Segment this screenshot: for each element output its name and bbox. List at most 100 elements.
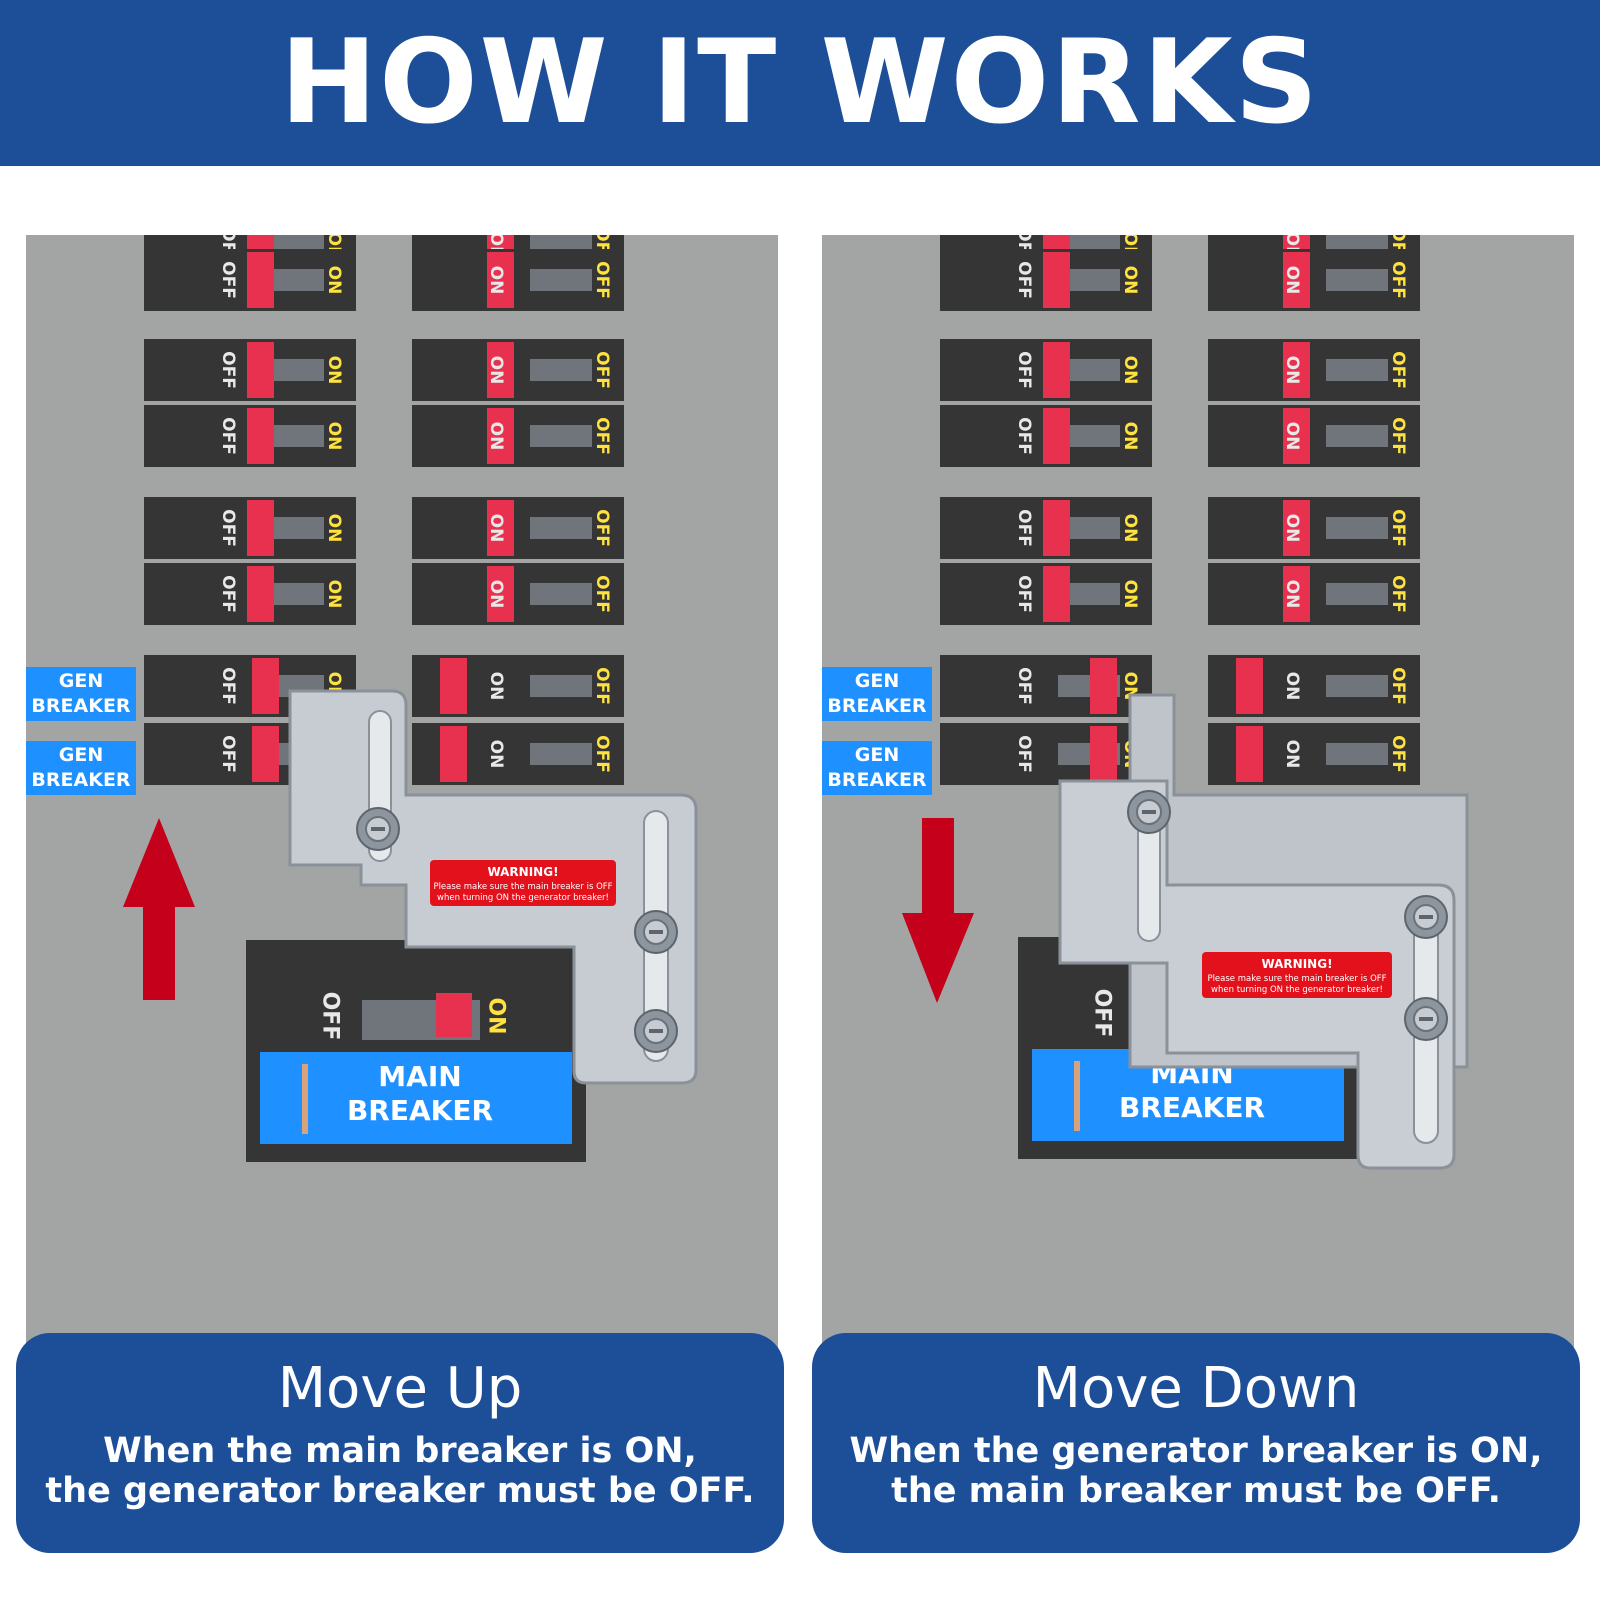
- label-tag: [822, 667, 932, 721]
- label-text: MAIN: [378, 1060, 461, 1093]
- switch-label: ON: [1120, 514, 1140, 543]
- switch-handle: [1283, 566, 1310, 622]
- warning-line-1: Please make sure the main breaker is OFF: [433, 882, 612, 892]
- switch-label: OFF: [218, 575, 238, 613]
- caption-line-2: the generator breaker must be OFF.: [45, 1471, 755, 1511]
- label-stripe: [1074, 1061, 1080, 1131]
- switch-slot: [262, 583, 324, 605]
- switch-label: ON: [324, 422, 344, 451]
- breaker-switch: ON OFF: [412, 339, 624, 401]
- switch-label: ON: [1120, 422, 1140, 451]
- caption-title: Move Down: [1032, 1356, 1360, 1421]
- label-stripe: [302, 1064, 308, 1134]
- screw-slot: [1419, 1017, 1433, 1021]
- breaker-switch: OFF ON: [940, 497, 1152, 559]
- panel-illustration: OFFONONOFFOFFONONOFFOFFONONOFFOFFONONOFF…: [26, 235, 698, 1162]
- breaker-switch: ON OFF: [1208, 723, 1420, 785]
- switch-slot: [1326, 583, 1388, 605]
- switch-handle: [440, 726, 467, 782]
- caption-move-down: Move Down When the generator breaker is …: [812, 1333, 1580, 1553]
- sticker-bg: [1202, 952, 1392, 998]
- switch-label: ON: [486, 580, 506, 609]
- switch-label: OFF: [218, 351, 238, 389]
- switch-label: OFF: [1388, 735, 1408, 773]
- switch-label: OFF: [1388, 667, 1408, 705]
- breaker-switch: OFF ON: [940, 405, 1152, 467]
- switch-label: ON: [1282, 580, 1302, 609]
- switch-handle: [487, 500, 514, 556]
- switch-label: ON: [324, 356, 344, 385]
- label-text: BREAKER: [347, 1094, 493, 1127]
- switch-label: ON: [486, 740, 506, 769]
- switch-slot: [1326, 743, 1388, 765]
- screw: [1404, 895, 1448, 939]
- switch-label: OFF: [592, 261, 612, 299]
- switch-label: ON: [486, 356, 506, 385]
- screw-slot: [649, 1029, 663, 1033]
- switch-slot: [1058, 359, 1120, 381]
- label-text: GEN: [59, 670, 103, 692]
- switch-label: ON: [1282, 672, 1302, 701]
- switch-handle: [1043, 342, 1070, 398]
- switch-label: OFF: [1014, 735, 1034, 773]
- breaker-switch: ON OFF: [412, 723, 624, 785]
- screw: [634, 1009, 678, 1053]
- panel-illustration: OFFONONOFFOFFONONOFFOFFONONOFFOFFONONOFF…: [822, 235, 1469, 1170]
- switch-label: ON: [1282, 422, 1302, 451]
- switch-label: ON: [486, 672, 506, 701]
- switch-label: ON: [484, 997, 509, 1034]
- warning-line-1: Please make sure the main breaker is OFF: [1207, 974, 1386, 984]
- caption-text: When the generator breaker is ON, the ma…: [812, 1431, 1580, 1511]
- switch-label: OFF: [218, 417, 238, 455]
- switch-label: OFF: [1014, 509, 1034, 547]
- label-text: GEN: [855, 744, 899, 766]
- screw: [356, 807, 400, 851]
- label-text: GEN: [855, 670, 899, 692]
- switch-label: ON: [486, 266, 506, 295]
- warning-sticker: WARNING!Please make sure the main breake…: [1202, 952, 1392, 998]
- up-arrow: [123, 818, 195, 1000]
- switch-handle: [1043, 252, 1070, 308]
- switch-slot: [530, 583, 592, 605]
- switch-label: OFF: [1014, 417, 1034, 455]
- label-text: BREAKER: [827, 769, 926, 791]
- switch-handle: [1283, 500, 1310, 556]
- switch-label: OFF: [592, 351, 612, 389]
- switch-label: OFF: [1014, 351, 1034, 389]
- switch-handle: [1090, 658, 1117, 714]
- main-breaker-label: [260, 1052, 572, 1144]
- breaker-switch: ON OFF: [1208, 655, 1420, 717]
- screw: [1404, 997, 1448, 1041]
- label-text: BREAKER: [1119, 1091, 1265, 1124]
- switch-handle: [487, 566, 514, 622]
- switch-label: OFF: [592, 735, 612, 773]
- gen-breaker-label: GEN BREAKER: [822, 741, 932, 795]
- switch-label: ON: [1282, 740, 1302, 769]
- label-text: BREAKER: [31, 695, 130, 717]
- switch-slot: [530, 517, 592, 539]
- switch-handle: [247, 500, 274, 556]
- switch-slot: [530, 425, 592, 447]
- warning-title: WARNING!: [487, 865, 558, 879]
- switch-handle: [1090, 726, 1117, 782]
- switch-label: ON: [486, 514, 506, 543]
- switch-label: OFF: [1388, 575, 1408, 613]
- switch-label: ON: [324, 266, 344, 295]
- gen-breaker-label: GEN BREAKER: [26, 667, 136, 721]
- label-tag: [26, 667, 136, 721]
- switch-handle: [247, 408, 274, 464]
- switch-label: ON: [324, 580, 344, 609]
- switch-label: OFF: [1388, 351, 1408, 389]
- breaker-switch: OFF ON: [144, 563, 356, 625]
- switch-slot: [1058, 269, 1120, 291]
